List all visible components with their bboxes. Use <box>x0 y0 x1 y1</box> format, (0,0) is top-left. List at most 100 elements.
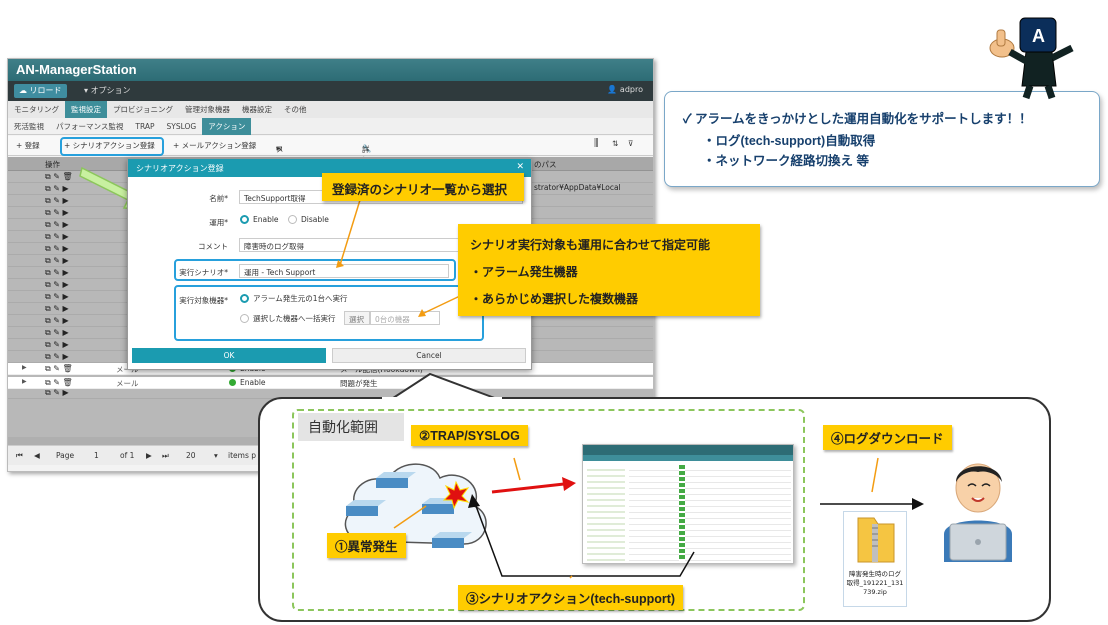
target-callout-title: シナリオ実行対象も運用に合わせて指定可能 <box>470 238 711 252</box>
scenario-list-callout: 登録済のシナリオ一覧から選択 <box>322 173 524 201</box>
ok-button[interactable]: OK <box>132 348 326 363</box>
path-text: strator¥AppData¥Local <box>534 183 621 192</box>
user-name: adpro <box>619 85 643 94</box>
sub-tabs: 死活監視 パフォーマンス監視 TRAP SYSLOG アクション <box>8 118 653 135</box>
wrench-icon: 🔧 <box>362 144 372 153</box>
columns-icon[interactable]: ⫼ <box>594 138 599 149</box>
step3-arrow <box>468 494 695 579</box>
row-action-icons[interactable]: ⧉ ✎ ▶ <box>45 220 69 229</box>
next-page-icon[interactable]: ▶ <box>146 451 152 460</box>
page-label: Page <box>56 451 75 460</box>
user-icon: 👤 <box>607 85 618 94</box>
select-devices-button[interactable]: 選択 <box>344 311 370 325</box>
row-action-icons[interactable]: ⧉ ✎ ▶ <box>45 388 69 397</box>
row-action-icons[interactable]: ⧉ ✎ ▶ <box>45 340 69 349</box>
tab-syslog[interactable]: SYSLOG <box>166 122 197 131</box>
expand-icon[interactable]: ▶ <box>22 364 27 371</box>
network-cloud-icon <box>344 463 487 548</box>
target-label: 実行対象機器* <box>179 296 228 305</box>
tab-monitoring[interactable]: モニタリング <box>14 105 59 114</box>
expand-icon[interactable]: ▶ <box>22 378 27 385</box>
step4-connector <box>871 457 879 493</box>
scope-label: 自動化範囲 <box>298 413 404 441</box>
zip-filename: 障害発生時のログ取得_191221_131739.zip <box>846 570 904 596</box>
tab-trap[interactable]: TRAP <box>135 122 155 131</box>
disable-radio[interactable]: Disable <box>288 215 329 224</box>
main-tabs: モニタリング監視設定プロビジョニング 管理対象機器 機器設定 その他 <box>8 101 653 118</box>
caret-down-icon: ▾ <box>84 86 89 95</box>
row-action-icons[interactable]: ⧉ ✎ 🗑 <box>45 172 73 181</box>
first-page-icon[interactable]: ⏮ <box>16 451 23 460</box>
user-menu[interactable]: 👤 adpro <box>607 85 643 94</box>
mail-icon: ✉ <box>276 144 283 153</box>
zip-file: 障害発生時のログ取得_191221_131739.zip <box>843 511 907 607</box>
target-selected-radio[interactable]: 選択した機器へ一括実行 <box>240 313 336 324</box>
caret-down-icon: ▾ <box>214 451 218 460</box>
step1-connector <box>393 505 427 529</box>
user-laptop-icon <box>944 463 1012 562</box>
app-topbar: ☁ リロード ▾ オプション 👤 adpro <box>8 81 653 101</box>
target-callout: シナリオ実行対象も運用に合わせて指定可能 ・アラーム発生機器 ・あらかじめ選択し… <box>458 224 760 316</box>
tab-provisioning[interactable]: プロビジョニング <box>113 105 173 114</box>
manager-screenshot-thumbnail <box>582 444 794 564</box>
svg-text:A: A <box>1032 26 1045 46</box>
sort-icon[interactable]: ⇅ <box>612 139 619 148</box>
cancel-button[interactable]: Cancel <box>332 348 526 363</box>
page-total: of 1 <box>120 451 135 460</box>
row-action-icons[interactable]: ⧉ ✎ ▶ <box>45 184 69 193</box>
disable-label: Disable <box>301 215 329 224</box>
tab-performance[interactable]: パフォーマンス監視 <box>56 122 124 131</box>
target-source-label: アラーム発生元の1台へ実行 <box>253 294 348 303</box>
tab-managed-devices[interactable]: 管理対象機器 <box>185 105 230 114</box>
scenario-select[interactable]: 運用 - Tech Support <box>239 264 449 278</box>
tab-other[interactable]: その他 <box>284 105 307 114</box>
scenario-button-highlight <box>60 137 164 156</box>
radio-on-icon <box>240 215 249 224</box>
scenario-label: 実行シナリオ* <box>179 268 228 277</box>
row-action-icons[interactable]: ⧉ ✎ ▶ <box>45 208 69 217</box>
filter-icon[interactable]: ⊽ <box>628 139 634 148</box>
dialog-title: シナリオアクション登録 <box>128 159 531 177</box>
scenario-field-highlight <box>174 259 456 281</box>
row-action-icons[interactable]: ⧉ ✎ ▶ <box>45 244 69 253</box>
step3-label: ③シナリオアクション(tech-support) <box>458 585 684 610</box>
tab-device-settings[interactable]: 機器設定 <box>242 105 272 114</box>
target-source-radio[interactable]: アラーム発生元の1台へ実行 <box>240 293 348 304</box>
name-label: 名前* <box>209 194 228 203</box>
row-action-icons[interactable]: ⧉ ✎ ▶ <box>45 316 69 325</box>
enable-radio[interactable]: Enable <box>240 215 279 224</box>
options-menu[interactable]: ▾ オプション <box>84 85 131 96</box>
prev-page-icon[interactable]: ◀ <box>34 451 40 460</box>
automation-scope <box>292 409 805 611</box>
step2-connector <box>513 457 521 481</box>
row-action-icons[interactable]: ⧉ ✎ ▶ <box>45 352 69 361</box>
callout-connectors <box>336 199 463 317</box>
step2-label: ②TRAP/SYSLOG <box>411 425 528 446</box>
tab-action[interactable]: アクション <box>202 118 252 135</box>
reload-button[interactable]: ☁ リロード <box>14 84 67 98</box>
row-action-icons[interactable]: ⧉ ✎ ▶ <box>45 256 69 265</box>
mail-register-button[interactable]: + メールアクション登録 <box>173 141 257 150</box>
per-page-select[interactable]: 20 <box>186 451 196 460</box>
mascot-thumbs-up-icon: A <box>989 17 1074 100</box>
tab-alive[interactable]: 死活監視 <box>14 122 44 131</box>
row-action-icons[interactable]: ⧉ ✎ ▶ <box>45 196 69 205</box>
register-button[interactable]: + 登録 <box>16 141 40 150</box>
row-action-icons[interactable]: ⧉ ✎ ▶ <box>45 232 69 241</box>
row-action-icons[interactable]: ⧉ ✎ ▶ <box>45 304 69 313</box>
info-item: ・ログ(tech-support)自動取得 <box>703 134 876 148</box>
radio-off-icon <box>240 314 249 323</box>
row-action-icons[interactable]: ⧉ ✎ 🗑 <box>45 378 73 387</box>
row-action-icons[interactable]: ⧉ ✎ 🗑 <box>45 364 73 373</box>
scenario-register-button[interactable]: + シナリオアクション登録 <box>64 141 155 150</box>
last-page-icon[interactable]: ⏭ <box>162 451 169 460</box>
row-action-icons[interactable]: ⧉ ✎ ▶ <box>45 268 69 277</box>
tab-monitor-settings[interactable]: 監視設定 <box>65 101 107 118</box>
table-row[interactable]: ▶ ⧉ ✎ 🗑 メール Enable 問題が発生 <box>8 377 653 389</box>
row-action-icons[interactable]: ⧉ ✎ ▶ <box>45 328 69 337</box>
target-selected-label: 選択した機器へ一括実行 <box>253 314 336 323</box>
row-action-icons[interactable]: ⧉ ✎ ▶ <box>45 292 69 301</box>
close-icon[interactable]: ✕ <box>516 162 524 172</box>
row-action-icons[interactable]: ⧉ ✎ ▶ <box>45 280 69 289</box>
page-number[interactable]: 1 <box>94 451 99 460</box>
